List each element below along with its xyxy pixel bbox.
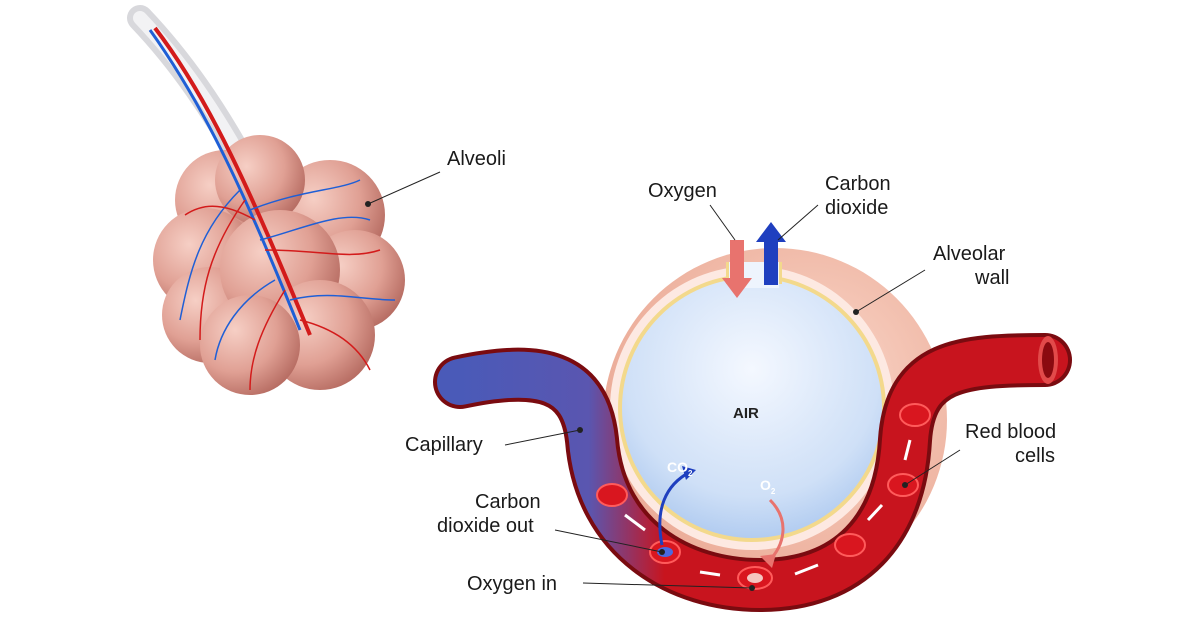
alveoli-label: Alveoli <box>447 148 506 170</box>
carbon-dioxide-out-arrow <box>756 222 786 285</box>
capillary-illustration <box>433 333 1072 613</box>
capillary-label: Capillary <box>405 434 483 456</box>
air-label: AIR <box>733 405 759 422</box>
oxygen-in-arrow <box>722 240 752 298</box>
alveoli-cluster-illustration <box>148 26 405 395</box>
o2-label: O2 <box>760 477 776 496</box>
oxygen-in-label: Oxygen in <box>467 573 557 595</box>
flow-arrows <box>624 439 912 577</box>
co2-label: CO2 <box>667 459 693 478</box>
co2-diffusion-arrow <box>658 470 691 546</box>
oxygen-label: Oxygen <box>648 180 717 202</box>
